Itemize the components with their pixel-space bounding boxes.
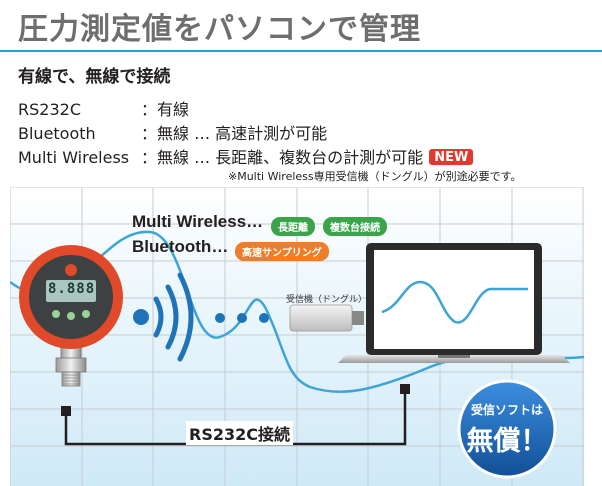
tag-multi-unit: 複数台接続 bbox=[323, 217, 387, 236]
dongle-label: 受信機（ドングル） bbox=[286, 295, 368, 305]
spec-value: ：無線 … 長距離、複数台の計測が可能 bbox=[141, 148, 424, 167]
gauge-reading: 8.888 bbox=[48, 281, 96, 297]
free-badge-top-text: 受信ソフトは bbox=[470, 403, 543, 417]
page-title: 圧力測定値をパソコンで管理 bbox=[18, 12, 421, 47]
cable-connector-pc bbox=[400, 384, 410, 394]
gauge-thread-lines bbox=[62, 374, 80, 385]
gauge-button bbox=[82, 310, 90, 318]
signal-dot bbox=[215, 313, 225, 323]
signal-wave bbox=[153, 296, 164, 338]
dongle-note: ※Multi Wireless専用受信機（ドングル）が別途必要です。 bbox=[228, 170, 522, 183]
gauge-button bbox=[52, 310, 60, 318]
new-badge: NEW bbox=[429, 149, 474, 165]
spec-key: RS232C bbox=[18, 100, 81, 119]
rs232c-label: RS232C接続 bbox=[186, 421, 293, 445]
diagram-graphics bbox=[10, 187, 584, 486]
spec-row-bluetooth: Bluetooth ：無線 … 高速計測が可能 bbox=[18, 120, 327, 144]
gauge-nut bbox=[55, 357, 87, 373]
gauge-thread bbox=[61, 371, 81, 387]
spec-row-multi-wireless: Multi Wireless ：無線 … 長距離、複数台の計測が可能 NEW bbox=[18, 144, 474, 168]
signal-wave bbox=[165, 284, 179, 350]
tag-high-speed-sampling: 高速サンプリング bbox=[235, 242, 329, 261]
signal-dot bbox=[259, 313, 269, 323]
gauge-logo-dot bbox=[65, 264, 77, 276]
laptop-base bbox=[338, 355, 570, 363]
tag-long-distance: 長距離 bbox=[271, 217, 315, 236]
dongle-body bbox=[289, 304, 353, 332]
laptop-notch bbox=[438, 355, 470, 358]
multi-wireless-label: Multi Wireless… bbox=[132, 212, 264, 231]
free-badge-main-text: 無償！ bbox=[466, 426, 548, 457]
pressure-curve bbox=[10, 230, 584, 394]
gauge-lcd bbox=[46, 280, 96, 302]
laptop-graph bbox=[381, 280, 528, 324]
gauge-button bbox=[67, 312, 75, 320]
bluetooth-label: Bluetooth… bbox=[132, 237, 229, 256]
free-software-badge bbox=[457, 379, 557, 479]
section-subtitle: 有線で、無線で接続 bbox=[18, 67, 171, 87]
laptop-screen bbox=[374, 250, 534, 349]
spec-key: Bluetooth bbox=[18, 124, 96, 143]
title-divider bbox=[0, 50, 602, 52]
cable-connector-gauge bbox=[61, 406, 71, 416]
connection-diagram: Multi Wireless… 長距離 複数台接続 Bluetooth… 高速サ… bbox=[10, 187, 584, 486]
signal-wave bbox=[177, 272, 194, 362]
spec-value: ：無線 … 高速計測が可能 bbox=[141, 124, 328, 143]
dongle-usb-plug bbox=[352, 311, 364, 325]
signal-source bbox=[133, 309, 149, 325]
spec-row-rs232c: RS232C ：有線 bbox=[18, 96, 189, 120]
signal-dot bbox=[237, 313, 247, 323]
spec-key: Multi Wireless bbox=[18, 148, 130, 167]
spec-value: ：有線 bbox=[141, 100, 190, 119]
